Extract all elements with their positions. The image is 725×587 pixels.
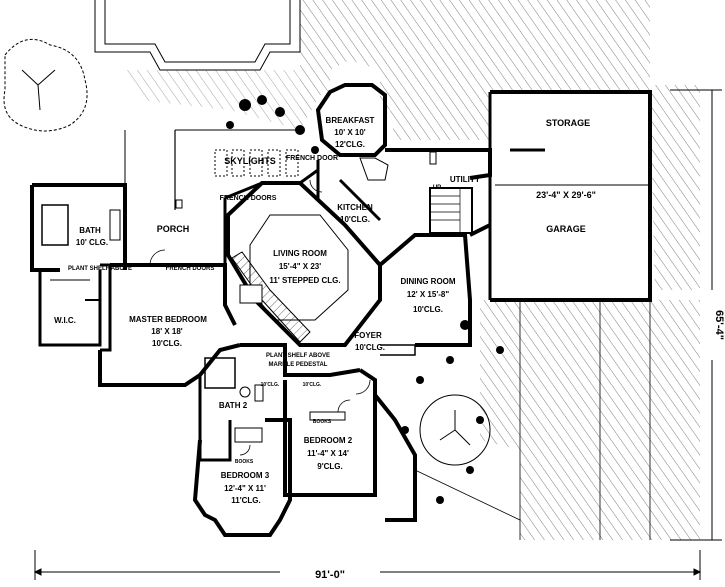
tree-top-left (3, 38, 88, 132)
room-labels: BREAKFAST 10' X 10' 12'CLG. STORAGE 23'-… (54, 116, 725, 581)
plant-shelf-label: PLANT SHELF ABOVE (68, 266, 132, 272)
foyer-ceiling: 10'CLG. (355, 343, 385, 352)
garage-size: 23'-4" X 29'-6" (536, 190, 596, 200)
bedroom-2-label: BEDROOM 2 (304, 436, 353, 445)
bedroom-3-ceiling: 11'CLG. (231, 496, 260, 505)
skylights-label: SKYLIGHTS (224, 156, 276, 166)
porch-label: PORCH (157, 224, 190, 234)
dining-room-label: DINING ROOM (400, 277, 455, 286)
bedroom-3-label: BEDROOM 3 (221, 471, 270, 480)
width-dimension: 91'-0" (315, 569, 345, 581)
living-room-label: LIVING ROOM (273, 249, 327, 258)
kitchen-ceiling: 10'CLG. (340, 215, 370, 224)
pool-deck (94, 0, 301, 71)
books-label-2: BOOKS (235, 459, 254, 465)
garage-label: GARAGE (546, 224, 586, 234)
breakfast-label: BREAKFAST (326, 116, 375, 125)
books-label-1: BOOKS (313, 419, 332, 425)
bedroom-2-size: 11'-4" X 14' (307, 449, 349, 458)
bath-label: BATH (79, 226, 101, 235)
utility-up-label: UP (433, 185, 441, 191)
utility-label: UTILITY (450, 175, 481, 184)
wic-label: W.I.C. (54, 316, 76, 325)
foyer-label: FOYER (354, 331, 382, 340)
walls (30, 83, 652, 537)
small-ceiling-1: 10'CLG. (261, 382, 280, 388)
bedroom-3-size: 12'-4" X 11' (224, 484, 266, 493)
master-bedroom-ceiling: 10'CLG. (152, 339, 182, 348)
french-doors-living-label: FRENCH DOORS (220, 195, 277, 202)
master-bedroom-size: 18' X 18' (151, 327, 182, 336)
landscape (3, 0, 700, 540)
storage-label: STORAGE (546, 118, 590, 128)
plant-shelf-2-label: PLANT SHELF ABOVE (266, 353, 330, 359)
dining-room-size: 12' X 15'-8" (407, 290, 449, 299)
kitchen-label: KITCHEN (337, 203, 373, 212)
marble-pedestal-label: MARBLE PEDESTAL (269, 362, 328, 368)
tree-bottom-right (419, 394, 491, 466)
french-doors-master-label: FRENCH DOORS (166, 266, 215, 272)
bath-ceiling: 10' CLG. (76, 238, 108, 247)
small-ceiling-2: 10'CLG. (303, 382, 322, 388)
living-room-size: 15'-4" X 23' (279, 262, 321, 271)
breakfast-ceiling: 12'CLG. (335, 140, 365, 149)
bath-2-label: BATH 2 (219, 401, 248, 410)
living-room-ceiling: 11' STEPPED CLG. (269, 276, 340, 285)
depth-dimension: 65'-4" (713, 310, 725, 340)
dining-room-ceiling: 10'CLG. (413, 305, 443, 314)
bedroom-2-ceiling: 9'CLG. (317, 462, 342, 471)
master-bedroom-label: MASTER BEDROOM (129, 315, 207, 324)
french-door-label: FRENCH DOOR (286, 155, 338, 162)
breakfast-size: 10' X 10' (334, 128, 365, 137)
dimension-lines (33, 89, 722, 580)
